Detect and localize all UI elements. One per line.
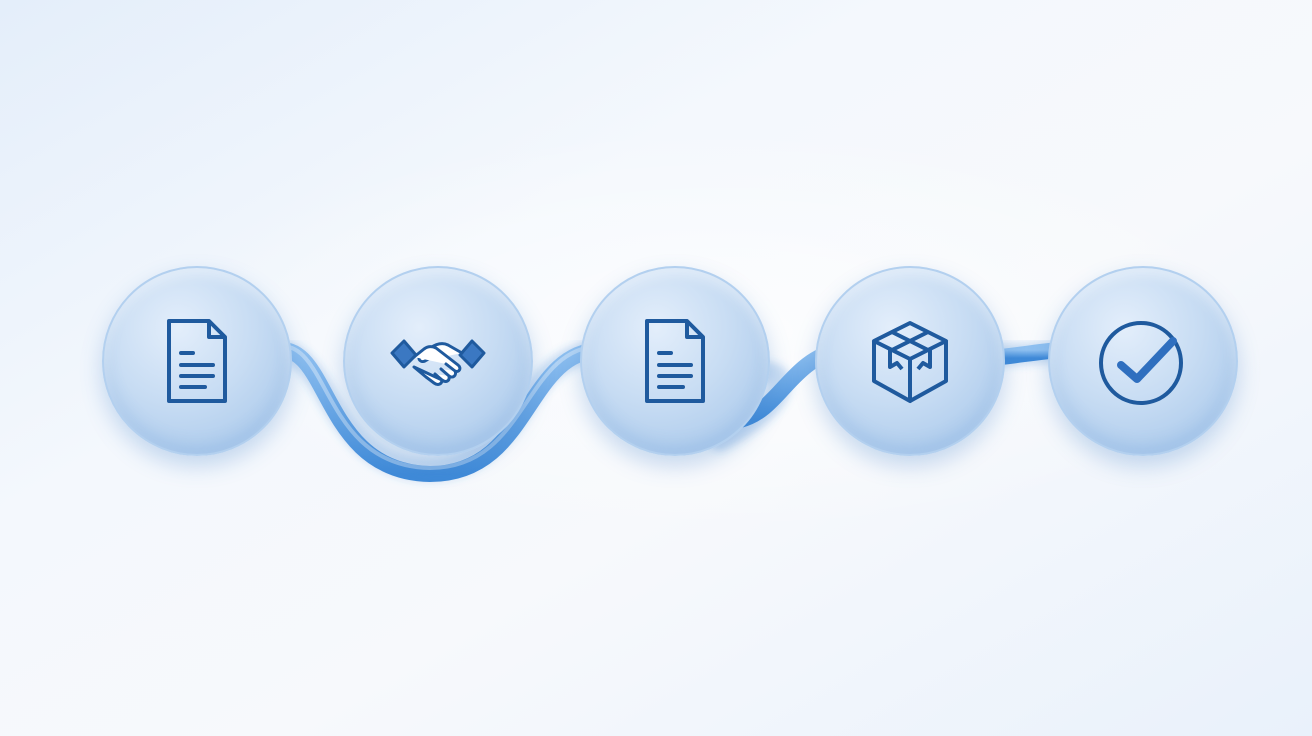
checkmark-circle-icon xyxy=(1093,311,1193,411)
step-1-document[interactable] xyxy=(102,266,292,456)
handshake-icon xyxy=(388,311,488,411)
step-2-handshake[interactable] xyxy=(343,266,533,456)
step-4-package[interactable] xyxy=(815,266,1005,456)
connector-wave xyxy=(274,342,608,483)
document-icon xyxy=(625,311,725,411)
step-5-complete[interactable] xyxy=(1048,266,1238,456)
document-icon xyxy=(147,311,247,411)
package-box-icon xyxy=(860,311,960,411)
step-3-document[interactable] xyxy=(580,266,770,456)
